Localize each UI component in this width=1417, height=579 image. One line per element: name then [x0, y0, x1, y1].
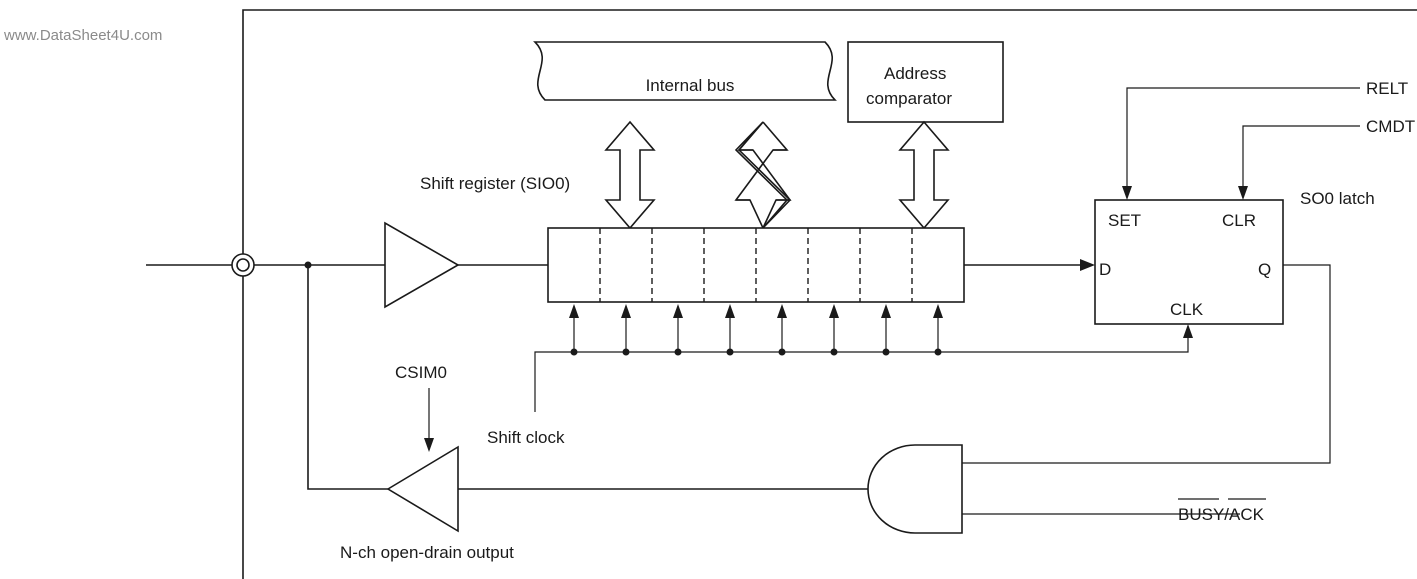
shift-clock-taps [569, 304, 943, 356]
comparator-double-arrow-icon [898, 120, 950, 230]
address-comparator-label-1: Address [884, 64, 946, 83]
cmdt-wire [1242, 125, 1360, 188]
bus-left-double-arrow-icon [604, 120, 656, 230]
so0-latch-block [1094, 199, 1284, 325]
q-output-wire [962, 264, 1331, 464]
clk-arrow-icon [1183, 324, 1193, 338]
csim0-arrow-icon [424, 438, 434, 452]
internal-bus-label: Internal bus [646, 76, 735, 95]
watermark-text: www.DataSheet4U.com [3, 27, 162, 44]
clr-arrow-icon [1238, 186, 1248, 200]
relt-wire [1126, 87, 1360, 188]
latch-d-label: D [1099, 260, 1111, 279]
chip-boundary [242, 9, 1417, 579]
relt-label: RELT [1366, 79, 1408, 98]
pin-terminal-icon [231, 253, 255, 277]
cmdt-label: CMDT [1366, 117, 1415, 136]
and-gate-icon [867, 444, 963, 534]
nch-output-label: N-ch open-drain output [340, 543, 514, 562]
address-comparator-label-2: comparator [866, 89, 952, 108]
latch-q-label: Q [1258, 260, 1271, 279]
so0-latch-label: SO0 latch [1300, 189, 1375, 208]
set-arrow-icon [1122, 186, 1132, 200]
bus-crossed-arrow-icon [734, 121, 792, 229]
shift-clock-label: Shift clock [487, 428, 565, 447]
internal-bus-block [533, 41, 837, 101]
output-buffer-icon [386, 445, 459, 533]
buffer-to-pin-wire [307, 265, 388, 490]
shift-register-cell-dividers [599, 228, 913, 302]
csim0-label: CSIM0 [395, 363, 447, 382]
address-comparator-block [847, 41, 1004, 123]
latch-set-label: SET [1108, 211, 1141, 230]
shift-clock-bus [534, 338, 1189, 412]
d-input-arrow-icon [1080, 259, 1095, 271]
shift-register-label: Shift register (SIO0) [420, 174, 570, 193]
input-buffer-icon [384, 221, 460, 309]
latch-clk-label: CLK [1170, 300, 1204, 319]
latch-clr-label: CLR [1222, 211, 1256, 230]
busy-ack-label: BUSY/ACK [1178, 505, 1265, 524]
